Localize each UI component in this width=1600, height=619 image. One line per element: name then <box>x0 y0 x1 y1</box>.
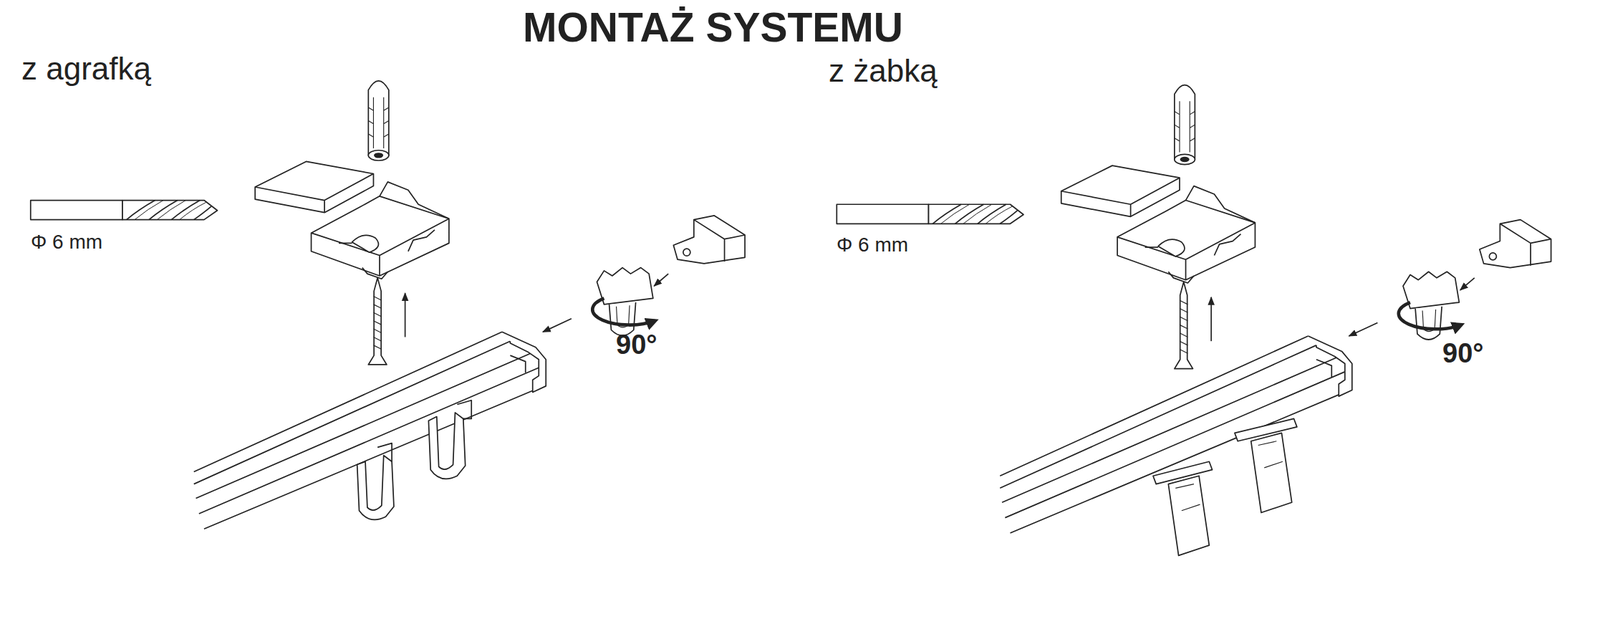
dimension-label: Φ 6 mm <box>30 232 103 253</box>
page-title: MONTAŻ SYSTEMU <box>522 7 904 48</box>
rotation-angle: 90° <box>615 330 657 359</box>
dimension-label: Φ 6 mm <box>836 234 909 255</box>
left-assembly <box>30 80 745 529</box>
rotation-angle: 90° <box>1442 339 1484 367</box>
curtain-clips <box>1153 418 1298 556</box>
variant-heading: z agrafką <box>21 52 152 85</box>
variant-heading: z żabką <box>828 55 938 87</box>
right-assembly <box>836 85 1551 533</box>
curtain-hooks <box>357 400 472 520</box>
